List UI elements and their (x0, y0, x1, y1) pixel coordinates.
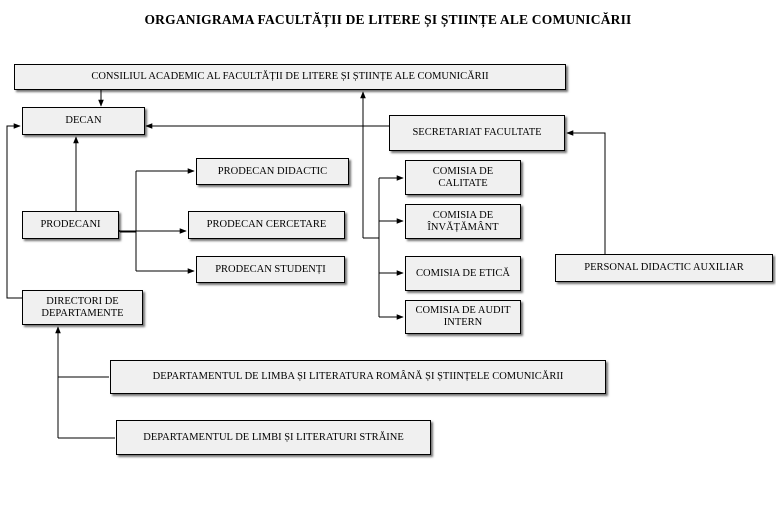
node-dept-romana: DEPARTAMENTUL DE LIMBA ȘI LITERATURA ROM… (110, 360, 606, 394)
node-comisia-invatamant: COMISIA DE ÎNVĂȚĂMÂNT (405, 204, 521, 239)
node-prodecan-cercetare: PRODECAN CERCETARE (188, 211, 345, 239)
node-personal: PERSONAL DIDACTIC AUXILIAR (555, 254, 773, 282)
node-comisia-etica: COMISIA DE ETICĂ (405, 256, 521, 291)
edge-directori-decan (6, 123, 22, 299)
node-prodecani: PRODECANI (22, 211, 119, 239)
node-secretariat: SECRETARIAT FACULTATE (389, 115, 565, 151)
node-decan: DECAN (22, 107, 145, 135)
node-comisia-calitate: COMISIA DE CALITATE (405, 160, 521, 195)
node-consiliul: CONSILIUL ACADEMIC AL FACULTĂȚII DE LITE… (14, 64, 566, 90)
node-dept-straine: DEPARTAMENTUL DE LIMBI ȘI LITERATURI STR… (116, 420, 431, 455)
node-comisia-audit: COMISIA DE AUDIT INTERN (405, 300, 521, 334)
node-directori: DIRECTORI DE DEPARTAMENTE (22, 290, 143, 325)
node-prodecan-studenti: PRODECAN STUDENȚI (196, 256, 345, 283)
edge-personal-secretariat (566, 130, 606, 254)
node-prodecan-didactic: PRODECAN DIDACTIC (196, 158, 349, 185)
chart-title: ORGANIGRAMA FACULTĂȚII DE LITERE ȘI ȘTII… (144, 12, 632, 27)
